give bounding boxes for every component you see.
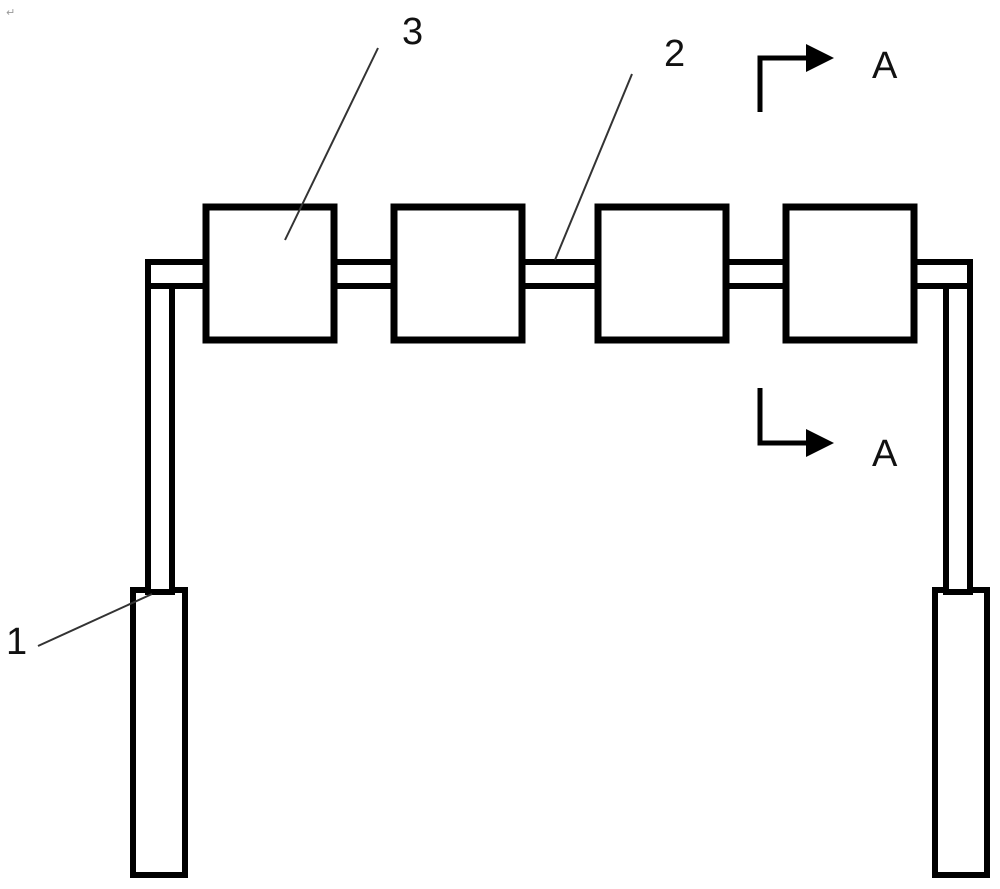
box-3 bbox=[594, 203, 730, 344]
section-marker-top: A bbox=[757, 44, 898, 112]
label-part-3: 3 bbox=[402, 11, 423, 53]
section-bottom-arrowhead bbox=[806, 429, 834, 457]
section-top-arrow-shaft bbox=[757, 55, 808, 112]
label-part-1: 1 bbox=[6, 621, 27, 663]
section-bottom-arrow-shaft bbox=[757, 388, 808, 446]
box-row bbox=[202, 203, 918, 344]
leader-line-1 bbox=[37, 593, 153, 647]
leader-line-3 bbox=[284, 47, 379, 241]
right-upright-tube bbox=[943, 259, 973, 595]
left-upright-tube bbox=[145, 259, 175, 595]
box-1 bbox=[202, 203, 338, 344]
section-top-label: A bbox=[872, 45, 898, 87]
right-support bbox=[932, 259, 990, 878]
section-bottom-label: A bbox=[872, 433, 898, 475]
left-base-block bbox=[130, 587, 188, 878]
right-base-block bbox=[932, 587, 990, 878]
leader-line-2 bbox=[554, 73, 633, 261]
left-support bbox=[130, 259, 188, 878]
return-mark: ↵ bbox=[6, 6, 15, 19]
label-part-2: 2 bbox=[664, 33, 685, 75]
box-2 bbox=[390, 203, 526, 344]
section-top-arrowhead bbox=[806, 44, 834, 72]
section-marker-bottom: A bbox=[757, 388, 898, 475]
box-4 bbox=[782, 203, 918, 344]
